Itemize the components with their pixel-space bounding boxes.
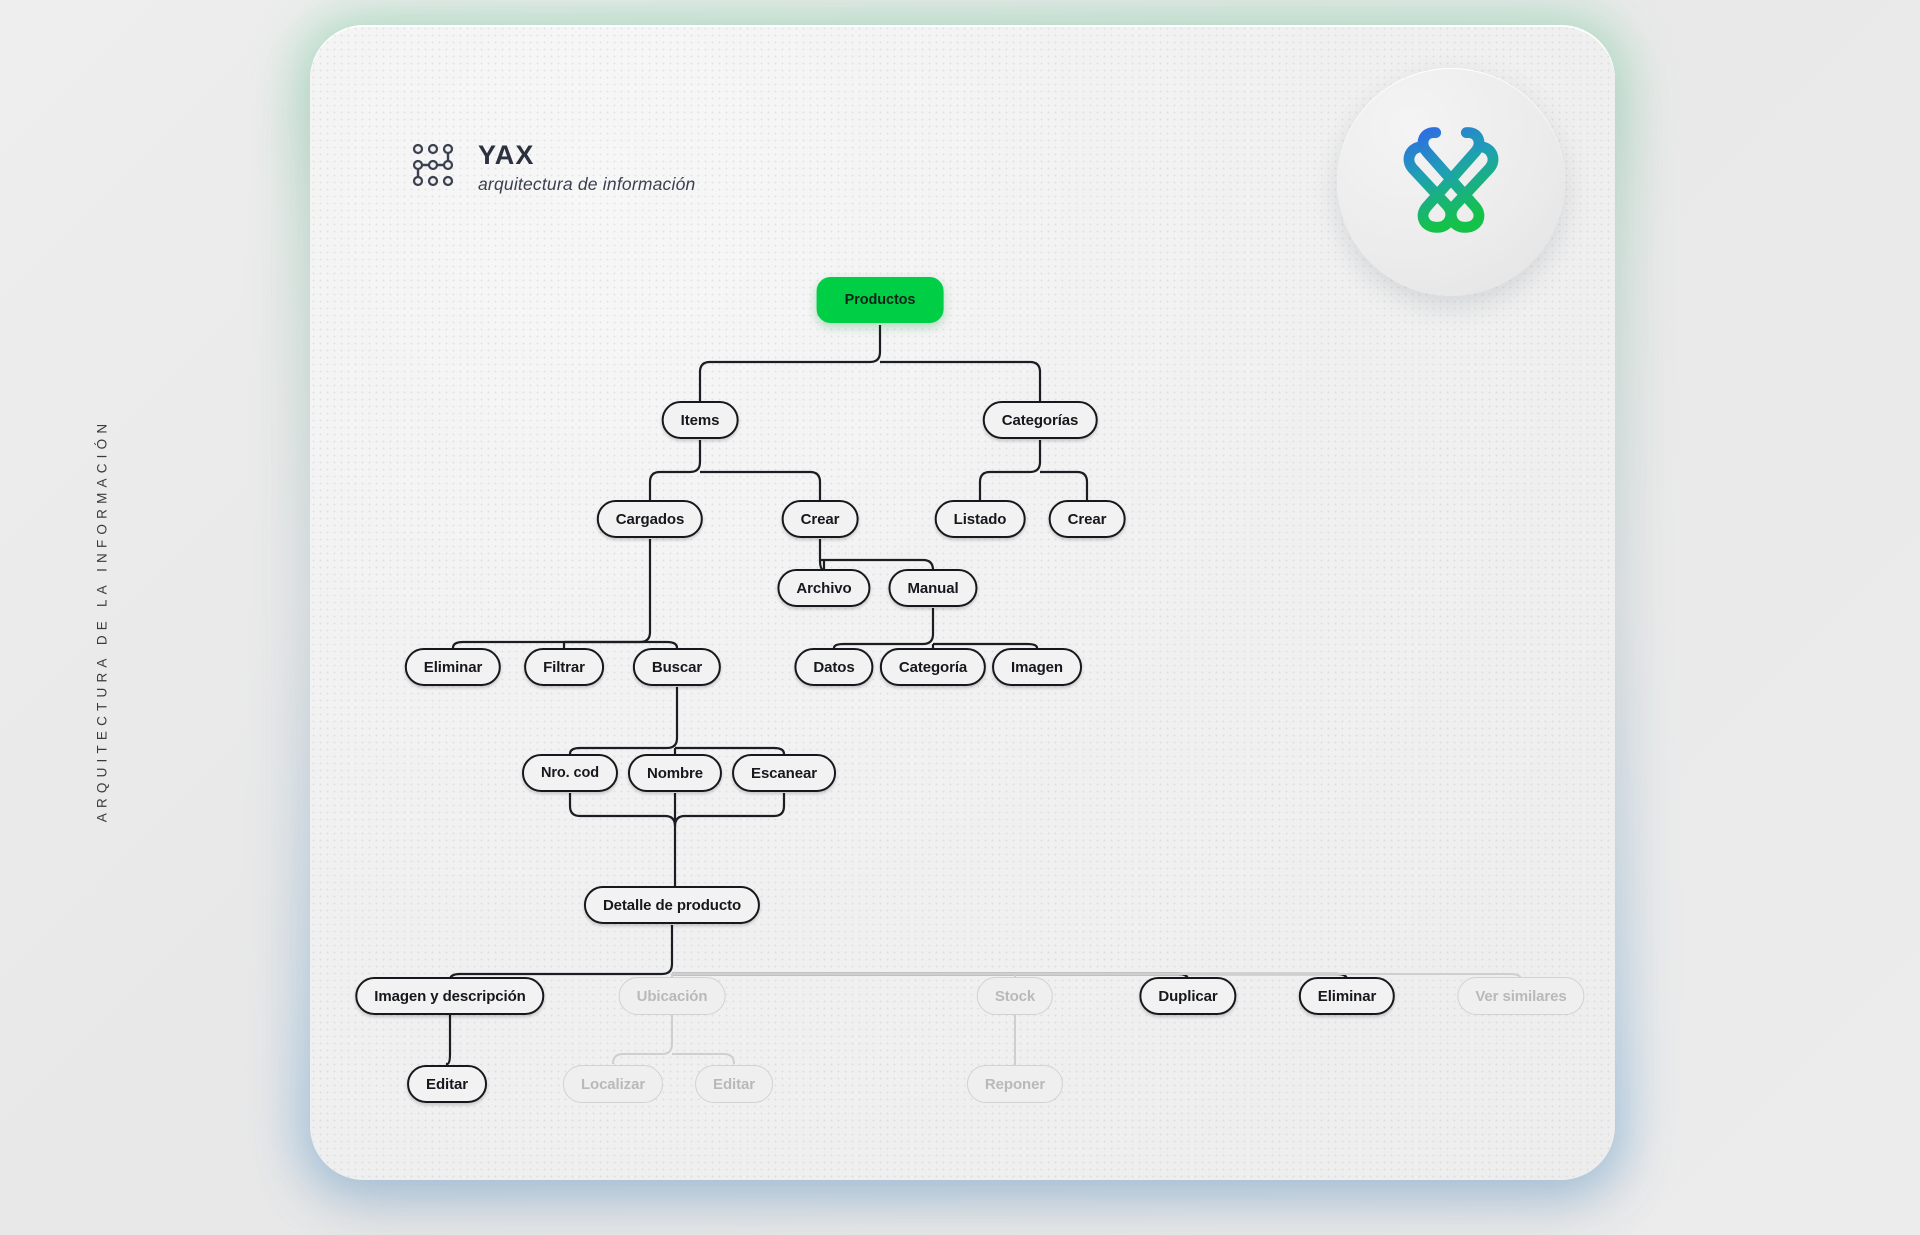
node-duplicar[interactable]: Duplicar bbox=[1139, 977, 1237, 1015]
node-label: Ver similares bbox=[1475, 987, 1567, 1005]
node-label: Imagen y descripción bbox=[374, 987, 526, 1005]
node-label: Categoría bbox=[898, 658, 968, 676]
node-label: Nro. cod bbox=[540, 765, 600, 781]
node-label: Editar bbox=[713, 1075, 755, 1093]
node-label: Crear bbox=[800, 510, 840, 528]
node-label: Categorías bbox=[1001, 411, 1079, 429]
node-label: Items bbox=[680, 411, 720, 429]
node-label: Filtrar bbox=[543, 658, 585, 676]
node-label: Escanear bbox=[751, 764, 817, 782]
node-imagen[interactable]: Imagen bbox=[992, 648, 1082, 686]
node-filtrar[interactable]: Filtrar bbox=[524, 648, 604, 686]
node-localizar[interactable]: Localizar bbox=[562, 1065, 664, 1103]
node-nro-cod[interactable]: Nro. cod bbox=[521, 754, 619, 792]
node-label: Buscar bbox=[651, 658, 703, 676]
node-eliminar-cargados[interactable]: Eliminar bbox=[404, 648, 502, 686]
node-label: Localizar bbox=[580, 1075, 646, 1093]
app-subtitle: arquitectura de información bbox=[478, 174, 696, 195]
node-detalle-de-producto[interactable]: Detalle de producto bbox=[583, 886, 761, 924]
node-archivo[interactable]: Archivo bbox=[777, 569, 871, 607]
node-label: Datos bbox=[813, 658, 855, 676]
node-label: Editar bbox=[426, 1075, 468, 1093]
node-label: Manual bbox=[907, 579, 959, 597]
node-reponer[interactable]: Reponer bbox=[966, 1065, 1064, 1103]
node-items[interactable]: Items bbox=[661, 401, 739, 439]
node-label: Cargados bbox=[615, 510, 685, 528]
node-ubicacion[interactable]: Ubicación bbox=[618, 977, 726, 1015]
node-label: Productos bbox=[844, 292, 916, 308]
node-cargados[interactable]: Cargados bbox=[596, 500, 704, 538]
node-label: Nombre bbox=[646, 764, 704, 782]
header: YAX arquitectura de información bbox=[410, 140, 695, 195]
node-crear-items[interactable]: Crear bbox=[781, 500, 859, 538]
node-productos[interactable]: Productos bbox=[816, 277, 944, 323]
node-label: Detalle de producto bbox=[602, 896, 742, 914]
node-label: Listado bbox=[953, 510, 1007, 528]
app-title: YAX bbox=[478, 140, 535, 170]
node-stock[interactable]: Stock bbox=[976, 977, 1054, 1015]
node-categoria[interactable]: Categoría bbox=[879, 648, 987, 686]
node-label: Duplicar bbox=[1158, 987, 1218, 1005]
node-listado[interactable]: Listado bbox=[934, 500, 1026, 538]
node-editar-imagen[interactable]: Editar bbox=[407, 1065, 487, 1103]
pattern-grid-icon bbox=[410, 140, 456, 195]
node-buscar[interactable]: Buscar bbox=[632, 648, 722, 686]
node-categorias[interactable]: Categorías bbox=[982, 401, 1098, 439]
node-ver-similares[interactable]: Ver similares bbox=[1457, 977, 1585, 1015]
node-label: Eliminar bbox=[423, 658, 483, 676]
node-label: Stock bbox=[994, 987, 1036, 1005]
node-label: Imagen bbox=[1011, 658, 1063, 676]
node-label: Reponer bbox=[984, 1075, 1046, 1093]
brand-badge bbox=[1337, 68, 1565, 296]
yax-x-logo-icon bbox=[1387, 116, 1515, 249]
node-label: Crear bbox=[1067, 510, 1107, 528]
node-eliminar-detalle[interactable]: Eliminar bbox=[1298, 977, 1396, 1015]
node-datos[interactable]: Datos bbox=[794, 648, 874, 686]
node-label: Eliminar bbox=[1317, 987, 1377, 1005]
node-label: Ubicación bbox=[636, 987, 708, 1005]
node-crear-categorias[interactable]: Crear bbox=[1048, 500, 1126, 538]
node-nombre[interactable]: Nombre bbox=[627, 754, 723, 792]
node-label: Archivo bbox=[796, 579, 852, 597]
node-imagen-y-descripcion[interactable]: Imagen y descripción bbox=[355, 977, 545, 1015]
node-editar-ubicacion[interactable]: Editar bbox=[695, 1065, 773, 1103]
node-manual[interactable]: Manual bbox=[888, 569, 978, 607]
node-escanear[interactable]: Escanear bbox=[732, 754, 836, 792]
